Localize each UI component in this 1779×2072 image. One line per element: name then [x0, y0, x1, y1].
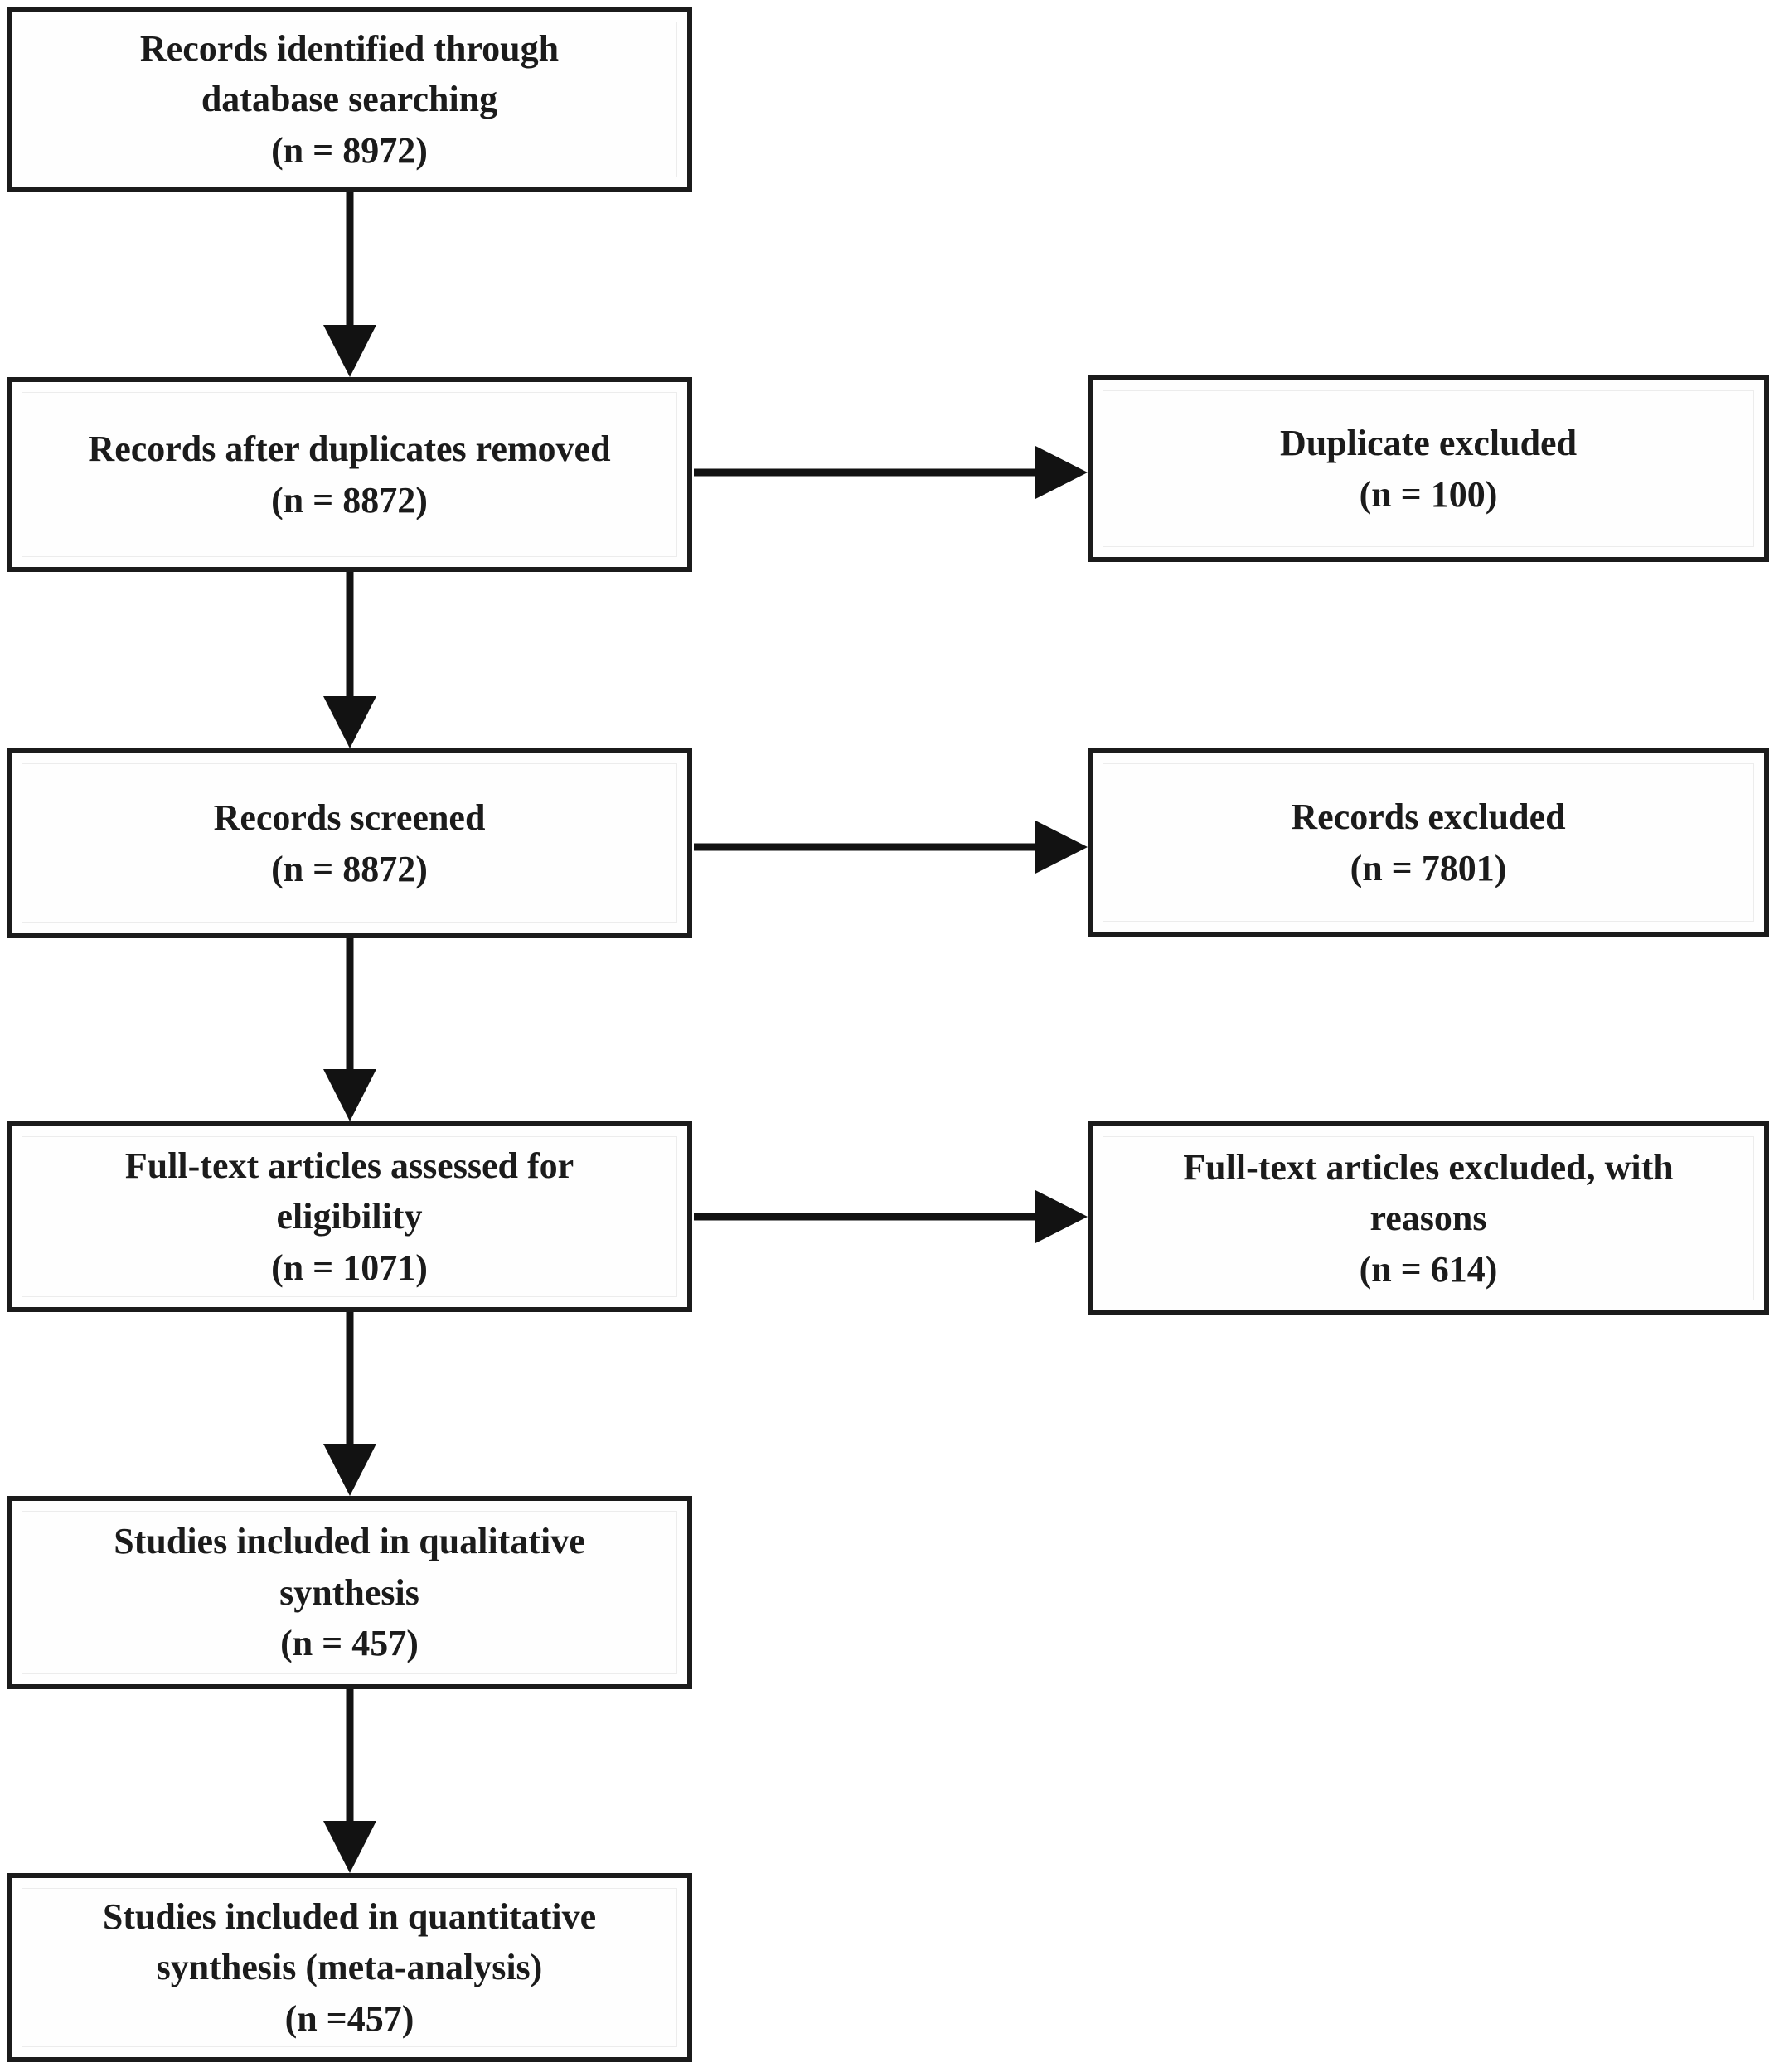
- arrow-fulltext-to-qualitative: [323, 1312, 376, 1496]
- arrow-fulltext-to-fulltext-excluded: [694, 1190, 1088, 1243]
- arrow-identified-to-after-duplicates: [323, 192, 376, 377]
- flow-box-duplicate-excluded-label: Duplicate excluded (n = 100): [1279, 422, 1578, 515]
- arrow-screened-to-fulltext: [323, 938, 376, 1121]
- arrow-after-duplicates-to-screened: [323, 572, 376, 748]
- flow-box-records-excluded: Records excluded (n = 7801): [1088, 748, 1769, 937]
- arrow-qualitative-to-quantitative: [323, 1689, 376, 1873]
- arrow-after-duplicates-to-duplicate-excluded: [694, 446, 1088, 499]
- flow-box-qualitative-synthesis: Studies included in qualitative synthesi…: [7, 1496, 692, 1689]
- arrow-screened-to-records-excluded: [694, 821, 1088, 874]
- flow-box-fulltext-assessed: Full-text articles assessed for eligibil…: [7, 1121, 692, 1312]
- flow-box-fulltext-excluded-label: Full-text articles excluded, with reason…: [1183, 1146, 1674, 1290]
- flow-box-quantitative-synthesis: Studies included in quantitative synthes…: [7, 1873, 692, 2062]
- flow-box-qualitative-synthesis-label: Studies included in qualitative synthesi…: [114, 1521, 585, 1664]
- flow-box-records-screened-label: Records screened (n = 8872): [213, 796, 486, 889]
- flow-box-fulltext-excluded: Full-text articles excluded, with reason…: [1088, 1121, 1769, 1315]
- flow-box-after-duplicates: Records after duplicates removed (n = 88…: [7, 377, 692, 572]
- flow-box-fulltext-assessed-label: Full-text articles assessed for eligibil…: [124, 1145, 574, 1288]
- flow-box-quantitative-synthesis-label: Studies included in quantitative synthes…: [102, 1895, 597, 2039]
- flow-box-records-excluded-label: Records excluded (n = 7801): [1291, 796, 1566, 888]
- flow-box-records-identified-label: Records identified through database sear…: [139, 27, 560, 171]
- flow-box-duplicate-excluded: Duplicate excluded (n = 100): [1088, 375, 1769, 562]
- flow-box-records-screened: Records screened (n = 8872): [7, 748, 692, 938]
- flow-box-after-duplicates-label: Records after duplicates removed (n = 88…: [88, 428, 611, 520]
- flow-box-records-identified: Records identified through database sear…: [7, 7, 692, 192]
